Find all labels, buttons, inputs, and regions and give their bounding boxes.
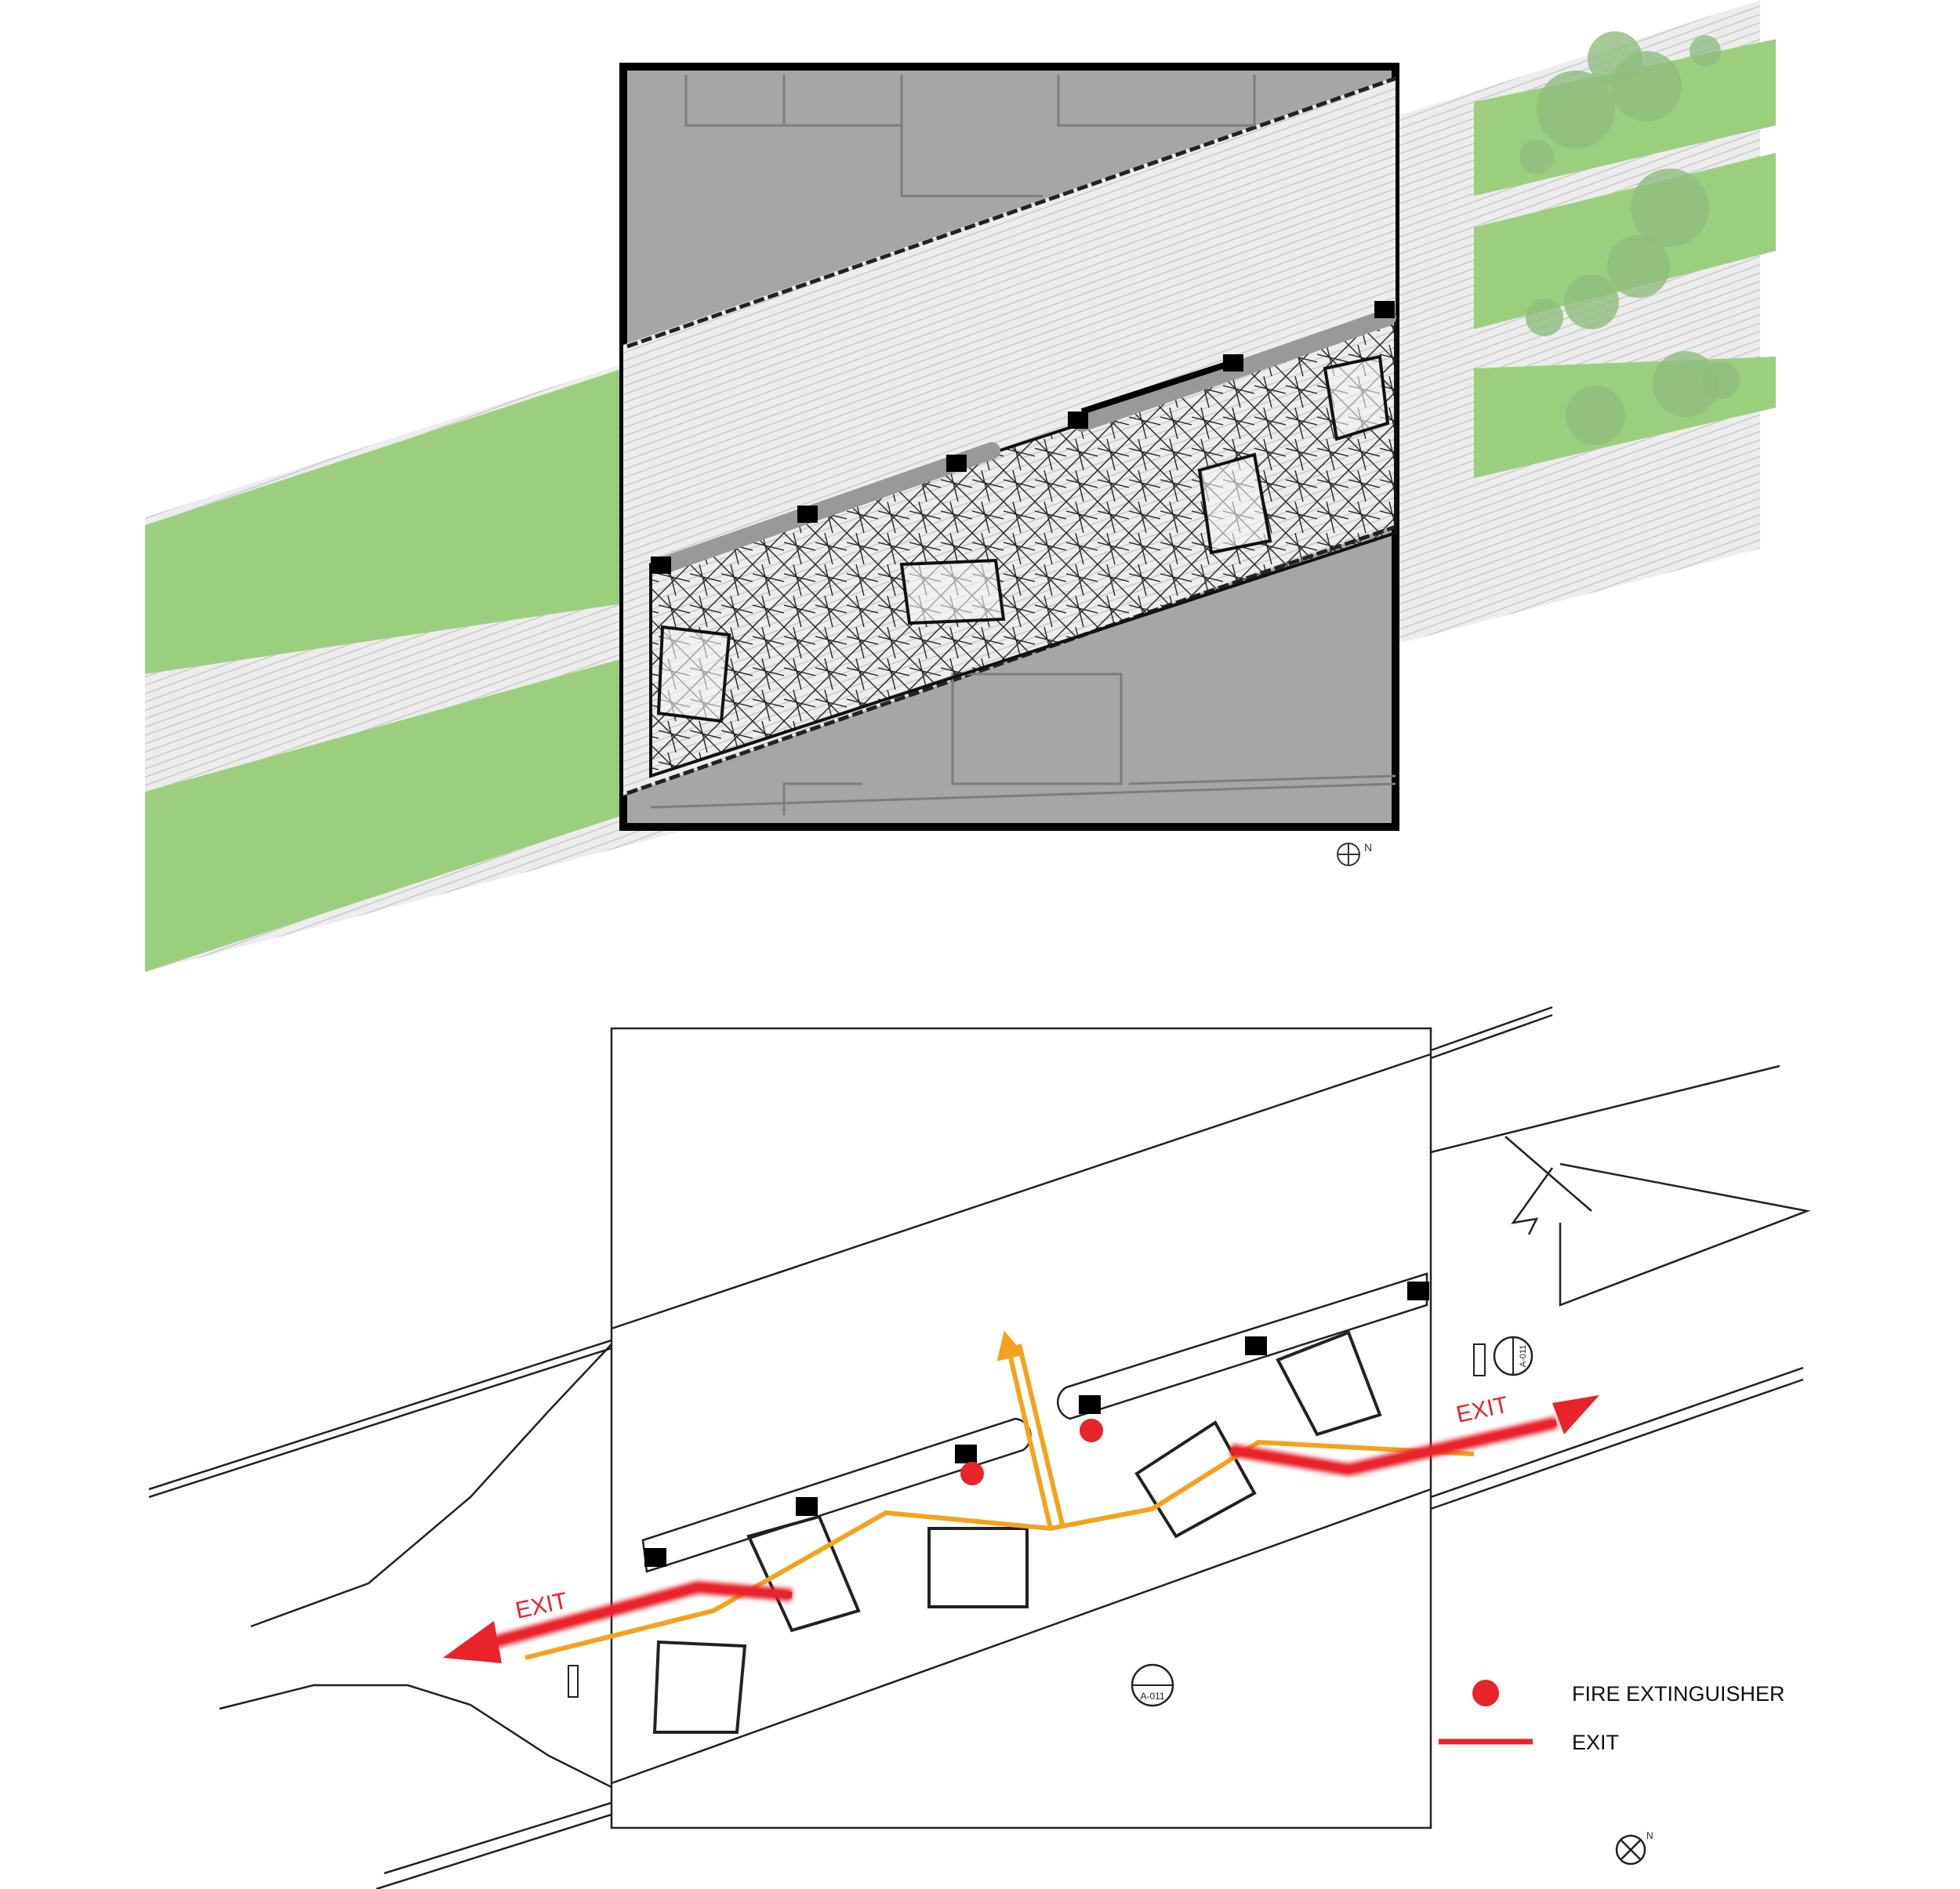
- grass-strip-left-upper: [145, 368, 623, 674]
- building-outlines: [650, 74, 1396, 815]
- tree-icon: [1607, 235, 1670, 298]
- tree-icon: [1537, 71, 1615, 149]
- section-tag-bottom: A-011: [1131, 1663, 1174, 1707]
- column: [797, 506, 818, 523]
- column: [1079, 1395, 1101, 1414]
- tree-icon: [1690, 35, 1721, 67]
- column: [644, 1548, 666, 1567]
- column: [1223, 354, 1243, 372]
- legend-fire-extinguisher-swatch: [1472, 1680, 1499, 1706]
- top-site-plan: N: [145, 0, 1776, 972]
- roof-panels: [656, 354, 1390, 723]
- legend-fire-extinguisher-label: FIRE EXTINGUISHER: [1572, 1682, 1785, 1706]
- exit-left: EXIT: [443, 1580, 793, 1663]
- section-tag-top: A-011: [1493, 1336, 1534, 1376]
- canopy-rail: [1080, 357, 1240, 415]
- tree-icon: [1519, 140, 1554, 174]
- column: [651, 557, 671, 574]
- tree-icon: [1611, 51, 1682, 121]
- platform-left: [641, 1417, 1032, 1573]
- column: [1374, 301, 1395, 318]
- column: [1068, 412, 1088, 429]
- column: [1407, 1282, 1429, 1300]
- circulation-path-up: [996, 1330, 1053, 1529]
- section-tag-label: A-011: [1140, 1691, 1164, 1702]
- fire-extinguisher-dot: [960, 1462, 984, 1485]
- exit-label-right: EXIT: [1454, 1392, 1511, 1428]
- tree-icon: [1566, 386, 1625, 445]
- legend: FIRE EXTINGUISHER EXIT: [1439, 1680, 1785, 1754]
- exit-arrowhead-right: [1552, 1395, 1599, 1434]
- north-label-top: N: [1364, 841, 1372, 854]
- north-label-bottom: N: [1646, 1830, 1653, 1841]
- tree-icon: [1631, 169, 1709, 247]
- platform-right: [1057, 1272, 1428, 1420]
- station-frame: [610, 1027, 1432, 1829]
- north-arrow-top: N: [1337, 841, 1372, 866]
- column: [946, 455, 967, 472]
- north-arrow-bottom: N: [1615, 1830, 1653, 1865]
- tree-icon: [1702, 361, 1740, 399]
- tree-cluster: [1519, 31, 1740, 445]
- column: [955, 1445, 977, 1463]
- column: [1245, 1336, 1267, 1355]
- legend-exit-label: EXIT: [1572, 1731, 1619, 1754]
- columns: [651, 301, 1395, 574]
- bottom-exit-plan: [148, 1006, 1811, 1889]
- exit-arrowhead-left: [443, 1621, 502, 1663]
- columns-bottom: [644, 1282, 1429, 1567]
- column: [796, 1497, 818, 1516]
- walkway-edge-upper: [626, 76, 1396, 349]
- tree-icon: [1653, 351, 1719, 417]
- tree-icon: [1564, 274, 1619, 329]
- tree-icon: [1526, 299, 1563, 336]
- circulation-path: [524, 1439, 1475, 1660]
- fire-extinguisher-dot: [1080, 1419, 1103, 1442]
- grass-strip-left-lower: [145, 658, 623, 972]
- section-tag-label: A-011: [1519, 1345, 1528, 1368]
- circulation-path-up-2: [1017, 1343, 1065, 1525]
